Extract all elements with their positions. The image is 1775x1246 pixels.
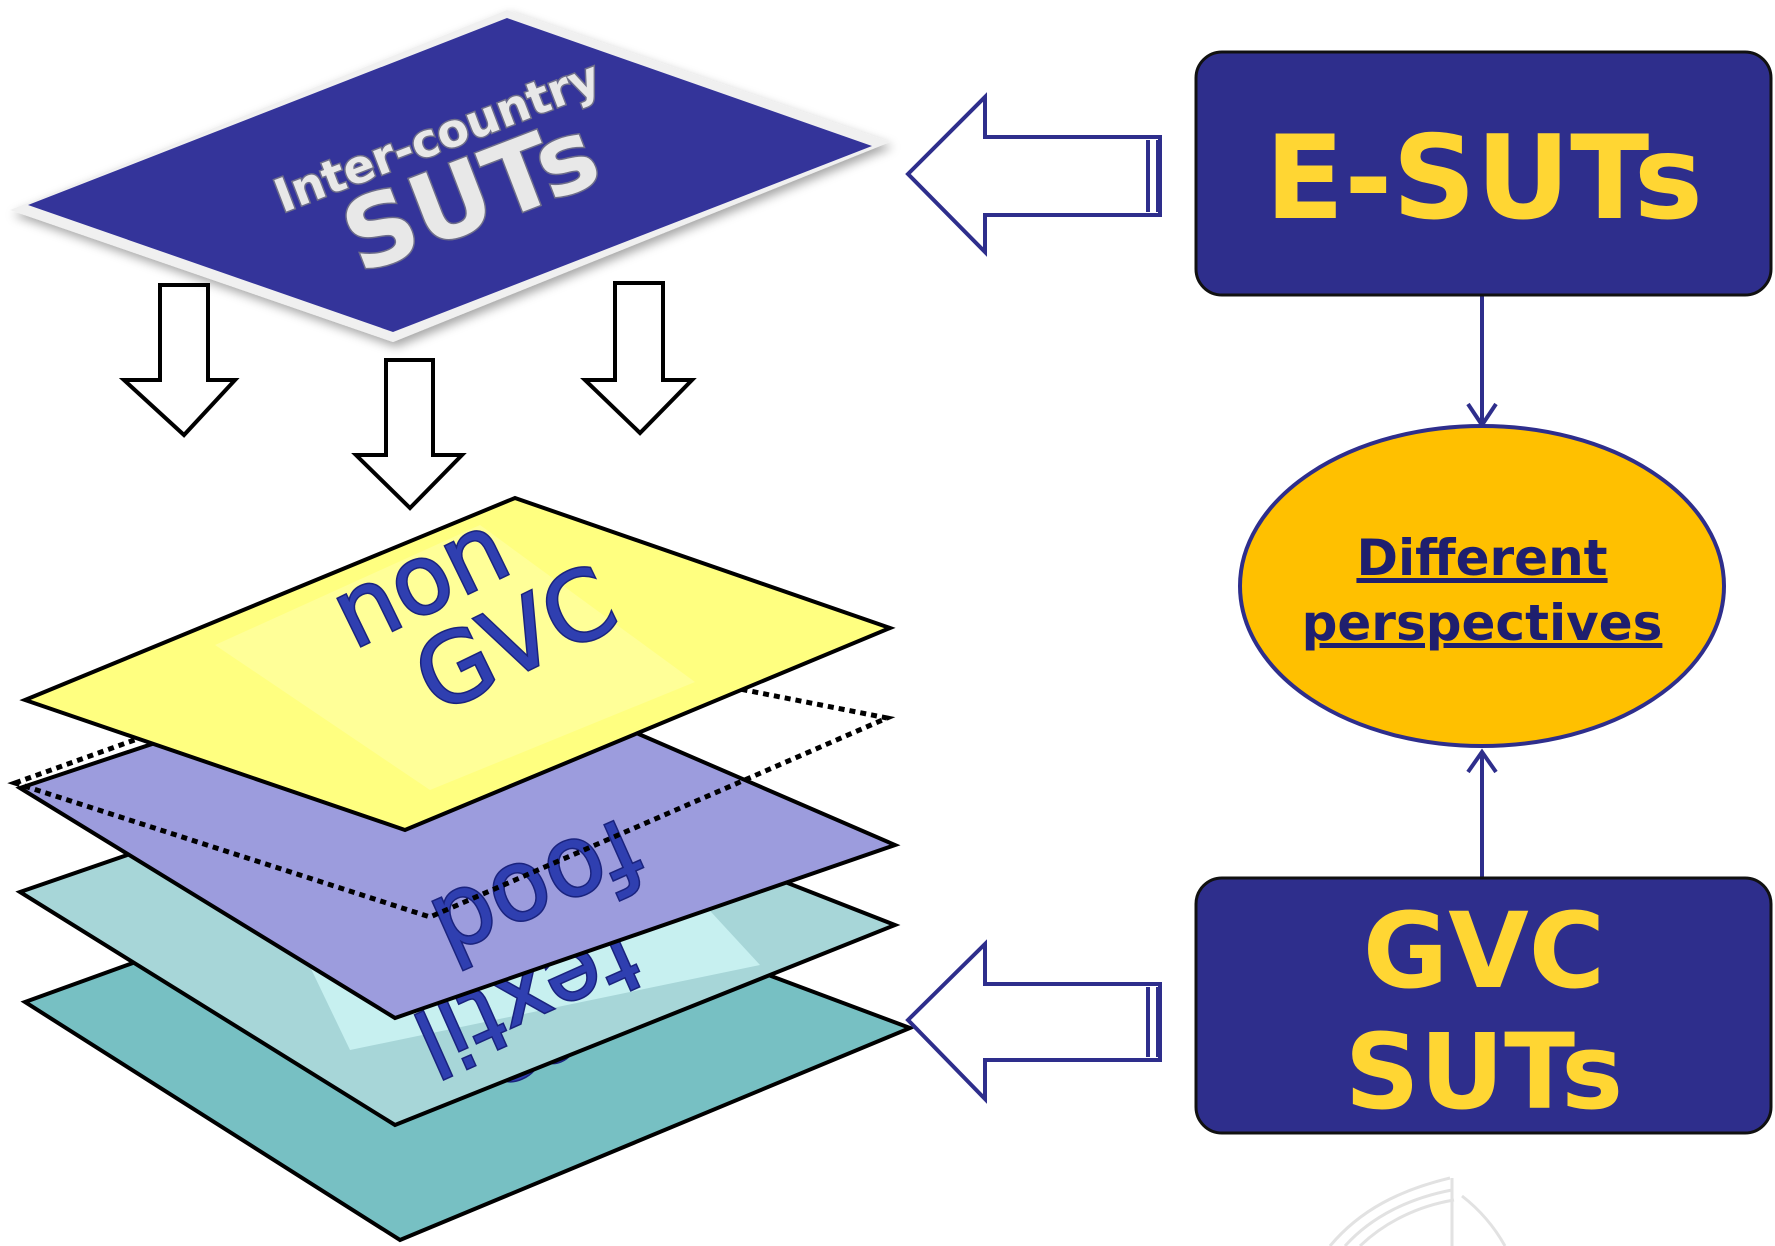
watermark-logo <box>1328 1176 1507 1246</box>
down-arrow-left <box>118 283 240 438</box>
left-arrow-bottom <box>905 939 1162 1104</box>
left-arrow-top <box>905 92 1162 257</box>
non-gvc-layer: non GVC <box>19 489 896 833</box>
down-arrows <box>118 281 697 511</box>
inter-country-suts-plane: Inter-country SUTs <box>10 10 890 342</box>
perspectives-line2: perspectives <box>1302 594 1663 652</box>
e-suts-box: E-SUTs <box>1194 50 1773 297</box>
connector-lines <box>1466 295 1498 878</box>
e-suts-label: E-SUTs <box>1265 111 1703 246</box>
gvc-suts-box: GVC SUTs <box>1194 876 1773 1135</box>
down-arrow-middle <box>351 358 467 511</box>
down-arrow-right <box>580 281 697 436</box>
gvc-suts-line1: GVC <box>1363 890 1605 1012</box>
perspectives-line1: Different <box>1356 529 1607 587</box>
gvc-suts-line2: SUTs <box>1345 1011 1623 1133</box>
perspectives-ellipse: Different perspectives <box>1238 424 1726 748</box>
